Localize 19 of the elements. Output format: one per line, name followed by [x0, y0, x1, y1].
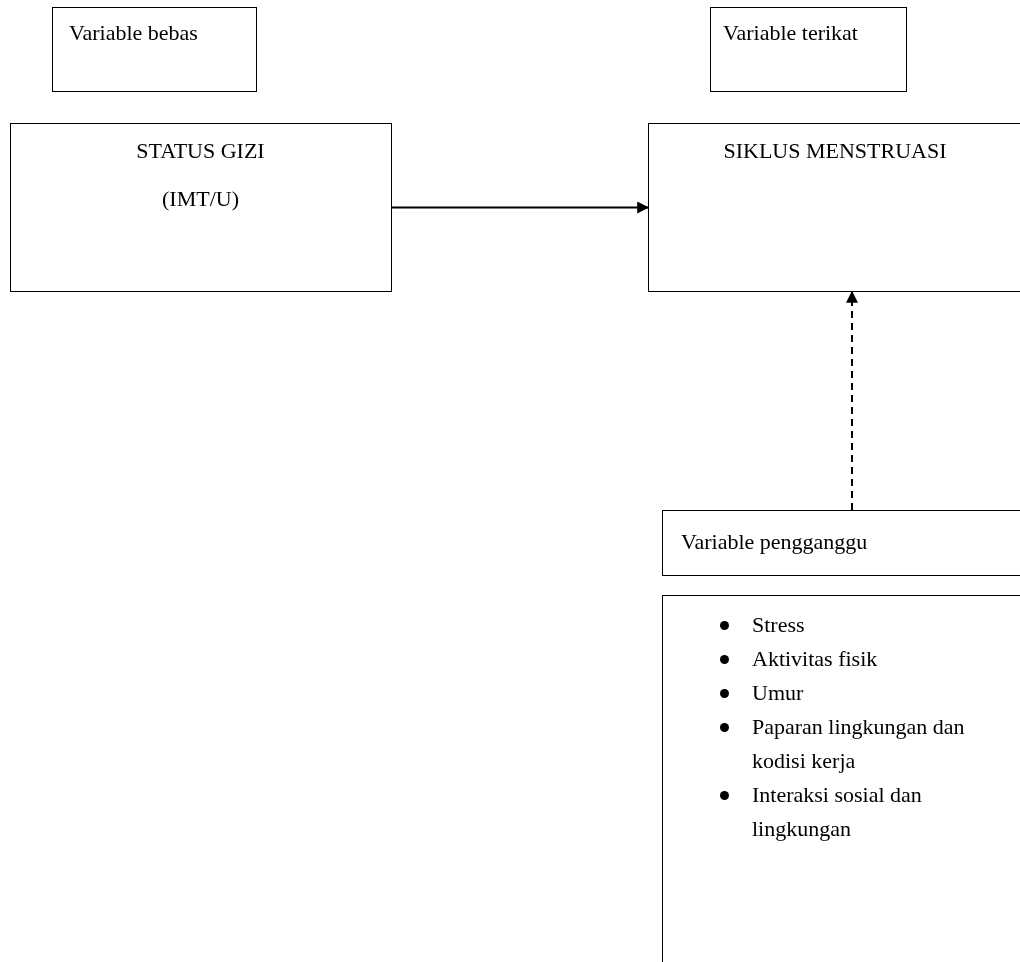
arrow [846, 290, 858, 511]
factor-list-box [662, 595, 1020, 962]
box-title: SIKLUS MENSTRUASI [722, 138, 948, 164]
list-item: Interaksi sosial dan lingkungan [752, 778, 967, 846]
box-title: Variable pengganggu [681, 529, 868, 555]
box-subtitle: (IMT/U) [161, 186, 240, 212]
list-item: Stress [752, 608, 967, 642]
variable-box [662, 510, 1020, 576]
list-item: Aktivitas fisik [752, 642, 967, 676]
box-title: STATUS GIZI [135, 138, 266, 164]
box-title: Variable bebas [69, 20, 198, 46]
list-item: Umur [752, 676, 967, 710]
list-item: Paparan lingkungan dan kodisi kerja [752, 710, 967, 778]
box-title: Variable terikat [723, 20, 858, 46]
variable-box [10, 123, 392, 292]
variable-box [710, 7, 907, 92]
variable-box [52, 7, 257, 92]
arrow [391, 201, 650, 214]
variable-box [648, 123, 1020, 292]
